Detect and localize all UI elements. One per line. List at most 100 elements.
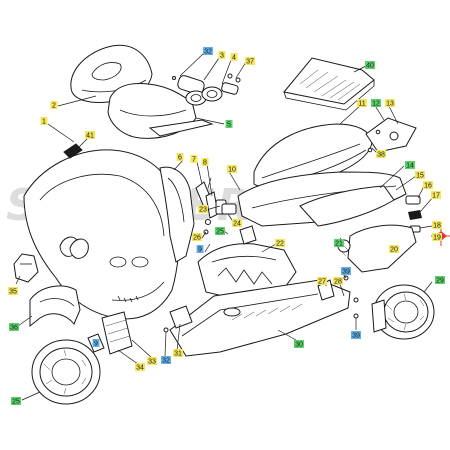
callout-number: 32 bbox=[204, 49, 212, 56]
callout-highlight bbox=[201, 158, 209, 166]
callout-highlight bbox=[376, 150, 386, 158]
callout-number: 6 bbox=[178, 155, 182, 162]
callout-number: 36 bbox=[10, 325, 18, 332]
callout-number: 5 bbox=[227, 122, 231, 129]
callout-highlight bbox=[215, 227, 225, 235]
callout-number: 31 bbox=[174, 351, 182, 358]
callout-highlight bbox=[8, 287, 18, 295]
callout-number: 21 bbox=[335, 241, 343, 248]
callout-c39b: 39 bbox=[351, 331, 361, 340]
part-drawings bbox=[13, 44, 435, 405]
callout-c13: 13 bbox=[385, 99, 395, 108]
callout-c26: 26 bbox=[192, 233, 202, 242]
callout-highlight bbox=[147, 357, 157, 365]
callout-highlight bbox=[232, 219, 242, 227]
callout-highlight bbox=[351, 331, 361, 339]
callout-c11: 11 bbox=[357, 99, 367, 108]
callout-number: 23 bbox=[199, 207, 207, 214]
callout-number: 1 bbox=[42, 119, 46, 126]
callout-number: 26 bbox=[193, 235, 201, 242]
callout-c16: 16 bbox=[423, 181, 433, 190]
callout-highlight bbox=[173, 349, 183, 357]
callout-highlight bbox=[432, 221, 442, 229]
callout-c30: 30 bbox=[294, 340, 304, 349]
callout-number: 39 bbox=[342, 269, 350, 276]
callout-c33: 33 bbox=[147, 357, 157, 366]
callout-c10: 10 bbox=[227, 165, 237, 174]
callout-highlight bbox=[405, 161, 415, 169]
callout-number: 25 bbox=[216, 229, 224, 236]
callout-c31: 31 bbox=[173, 349, 183, 358]
callout-c3: 3 bbox=[218, 51, 226, 60]
callout-highlight bbox=[203, 47, 213, 55]
callout-number: 30 bbox=[295, 342, 303, 349]
callout-c14: 14 bbox=[405, 161, 415, 170]
callout-c22: 22 bbox=[275, 239, 285, 248]
callout-number: 9 bbox=[94, 341, 98, 348]
part-rear-rack bbox=[365, 117, 417, 153]
part-front-shield bbox=[23, 149, 180, 320]
callout-number: 14 bbox=[406, 163, 414, 170]
callout-highlight bbox=[230, 53, 238, 61]
callout-number: 15 bbox=[416, 173, 424, 180]
callout-c8: 8 bbox=[201, 158, 209, 167]
part-instrument-cluster bbox=[172, 73, 241, 106]
callout-c36: 36 bbox=[9, 323, 19, 332]
callout-c39a: 39 bbox=[341, 267, 351, 276]
callout-number: 39 bbox=[352, 333, 360, 340]
callout-number: 34 bbox=[136, 365, 144, 372]
callout-c21: 21 bbox=[334, 239, 344, 248]
callout-c4: 4 bbox=[230, 53, 238, 62]
callout-number: 24 bbox=[233, 221, 241, 228]
callout-number: 3 bbox=[220, 53, 224, 60]
callout-highlight bbox=[431, 191, 441, 199]
part-leg-shield bbox=[159, 166, 195, 263]
part-handlebar-cover bbox=[107, 83, 214, 139]
callout-number: 9 bbox=[198, 247, 202, 254]
callout-c24: 24 bbox=[232, 219, 242, 228]
callout-c35: 35 bbox=[8, 287, 18, 296]
callout-highlight bbox=[11, 397, 21, 405]
callout-c5: 5 bbox=[225, 120, 233, 129]
callout-number: 13 bbox=[386, 101, 394, 108]
callout-number: 37 bbox=[246, 59, 254, 66]
callout-number: 16 bbox=[424, 183, 432, 190]
callout-number: 40 bbox=[366, 63, 374, 70]
callout-highlight bbox=[435, 276, 445, 284]
part-footboard bbox=[169, 279, 351, 357]
callout-highlight bbox=[50, 101, 58, 109]
callout-c38: 38 bbox=[376, 150, 386, 159]
callout-highlight bbox=[317, 277, 327, 285]
callout-number: 35 bbox=[9, 289, 17, 296]
callout-highlight bbox=[176, 153, 184, 161]
part-side-panels bbox=[237, 171, 407, 227]
callout-number: 12 bbox=[372, 101, 380, 108]
callout-number: 19 bbox=[433, 235, 441, 242]
callout-number: 28 bbox=[334, 279, 342, 286]
callout-c19: 19 bbox=[432, 233, 442, 242]
part-front-wheel bbox=[31, 339, 101, 405]
callout-number: 2 bbox=[52, 103, 56, 110]
callout-c7: 7 bbox=[190, 155, 198, 164]
callout-highlight bbox=[423, 181, 433, 189]
callout-number: 4 bbox=[232, 55, 236, 62]
callout-highlight bbox=[333, 277, 343, 285]
callout-c20: 20 bbox=[389, 245, 399, 254]
callout-c15: 15 bbox=[415, 171, 425, 180]
callout-highlight bbox=[275, 239, 285, 247]
callout-c9a: 9 bbox=[196, 245, 204, 254]
callout-c2: 2 bbox=[50, 101, 58, 110]
callout-c6: 6 bbox=[176, 153, 184, 162]
part-storage-box bbox=[283, 57, 375, 111]
part-small-fittings bbox=[195, 181, 237, 235]
callout-highlight bbox=[218, 51, 226, 59]
callout-highlight bbox=[225, 120, 233, 128]
callout-highlight bbox=[227, 165, 237, 173]
callout-number: 27 bbox=[318, 279, 326, 286]
callout-c32b: 32 bbox=[161, 356, 171, 365]
callout-highlight bbox=[198, 205, 208, 213]
callout-highlight bbox=[161, 356, 171, 364]
callout-highlight bbox=[365, 61, 375, 69]
